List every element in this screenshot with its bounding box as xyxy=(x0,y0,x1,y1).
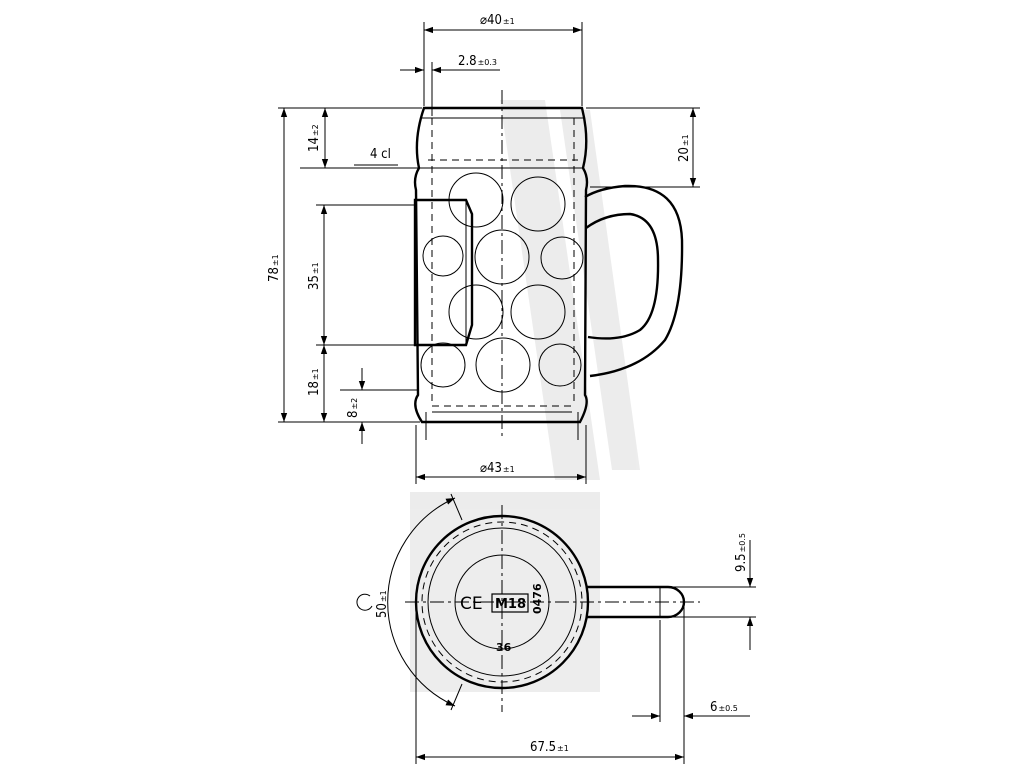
watermark xyxy=(410,100,640,692)
number-mark: 36 xyxy=(496,641,512,654)
handle-tip-label: 6±0.5 xyxy=(710,700,738,715)
arc-label: 50±1 xyxy=(375,590,390,618)
mug-top-view: CE M18 0476 36 xyxy=(387,493,700,712)
m18-box xyxy=(491,593,529,613)
top-dimensions: 50±1 9.5±0.5 6±0.5 67.5±1 xyxy=(356,533,756,764)
total-height-label: 78±1 xyxy=(267,254,282,282)
rim-height-label: 14±2 xyxy=(307,124,322,152)
bottom-diameter-label: ⌀43±1 xyxy=(480,461,515,476)
total-length-label: 67.5±1 xyxy=(530,740,569,755)
decor-height-label: 35±1 xyxy=(307,262,322,290)
top-right-height-label: 20±1 xyxy=(677,134,692,162)
fill-mark-label: 4 cl xyxy=(370,147,391,162)
handle-width-label: 9.5±0.5 xyxy=(734,533,749,572)
base-height-label: 8±2 xyxy=(346,398,361,418)
ce-mark: CE xyxy=(460,594,483,614)
lower-height-label: 18±1 xyxy=(307,368,322,396)
wall-thickness-label: 2.8±0.3 xyxy=(458,54,497,69)
top-diameter-label: ⌀40±1 xyxy=(480,13,515,28)
code-mark: 0476 xyxy=(531,583,544,614)
side-dimensions: ⌀40±1 2.8±0.3 14±2 4 cl 78±1 35±1 18±1 8… xyxy=(267,13,700,484)
m18-mark: M18 xyxy=(495,597,526,612)
